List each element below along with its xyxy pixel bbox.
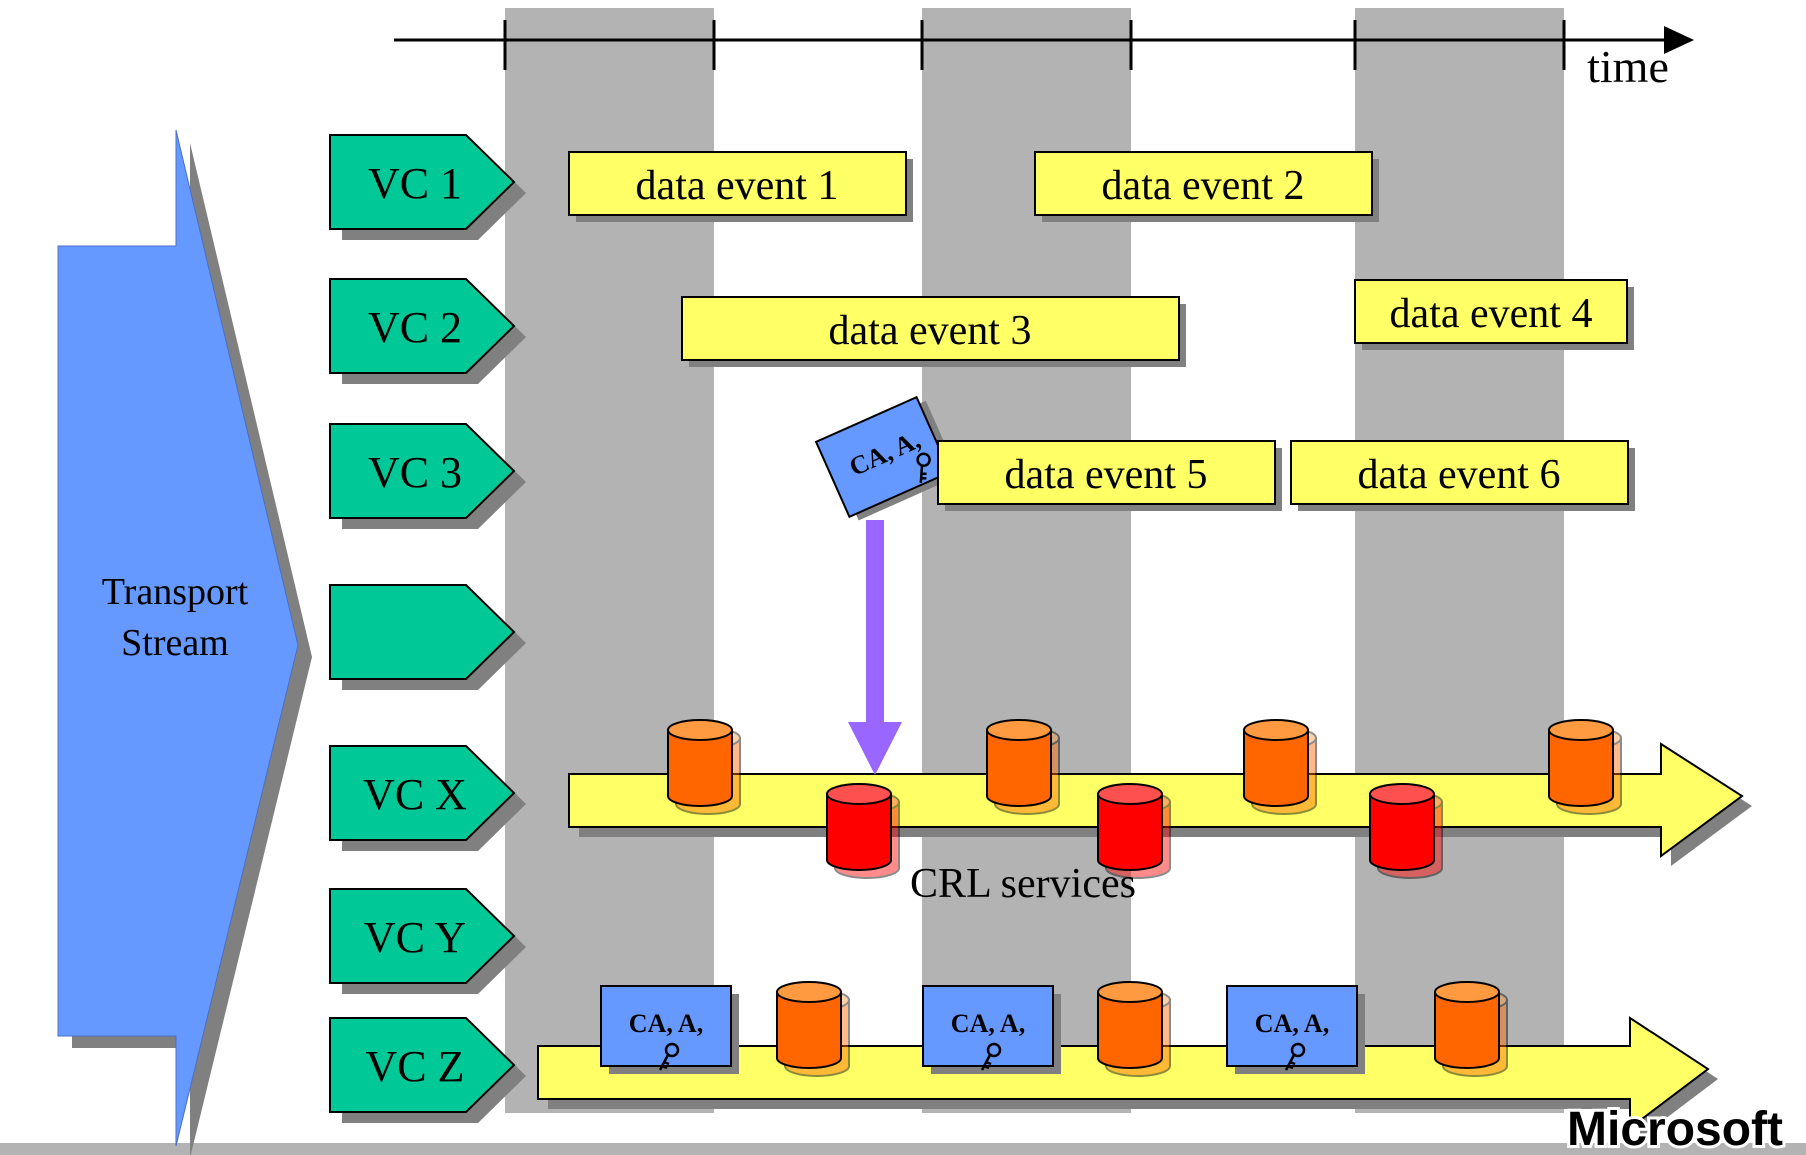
channel-vcx: VC X bbox=[329, 745, 526, 851]
certificate: CA, A, bbox=[1226, 985, 1365, 1074]
certificate: CA, A, bbox=[600, 985, 739, 1074]
cylinder-red-icon bbox=[1097, 783, 1163, 871]
bottom-bar bbox=[0, 1143, 1806, 1155]
certificate-tilted: CA, A, bbox=[814, 395, 960, 521]
data-event-list: data event 1 data event 2 data event 3 d… bbox=[568, 151, 1634, 367]
data-event-label: data event 3 bbox=[829, 308, 1032, 354]
vcz-certificates: CA, A, CA, A, CA, A, bbox=[600, 985, 1365, 1074]
data-event-label: data event 5 bbox=[1005, 452, 1208, 498]
certificate-label: CA, A, bbox=[951, 1009, 1025, 1038]
data-event-2: data event 2 bbox=[1034, 151, 1379, 222]
channel-vc2: VC 2 bbox=[329, 278, 526, 384]
cylinder-orange-icon bbox=[1434, 981, 1500, 1069]
channel-vcz: VC Z bbox=[329, 1017, 526, 1123]
data-event-label: data event 2 bbox=[1102, 163, 1305, 209]
crl-services-label: CRL services bbox=[910, 861, 1136, 907]
channel-vcy: VC Y bbox=[329, 888, 526, 994]
channel-label: VC 3 bbox=[368, 448, 462, 497]
data-event-4: data event 4 bbox=[1354, 279, 1634, 350]
cylinder-orange-icon bbox=[1243, 719, 1309, 807]
time-axis: time bbox=[394, 20, 1694, 92]
certificate: CA, A, bbox=[922, 985, 1061, 1074]
transport-label-line2: Stream bbox=[121, 622, 229, 664]
data-event-list-vc3: data event 5 data event 6 bbox=[937, 440, 1635, 511]
channel-label: VC 2 bbox=[368, 303, 462, 352]
time-axis-label: time bbox=[1587, 41, 1669, 92]
data-event-1: data event 1 bbox=[568, 151, 913, 222]
purple-down-arrow bbox=[848, 520, 902, 775]
channel-list: VC 1 VC 2 VC 3 VC X VC Y bbox=[329, 134, 526, 1123]
data-event-label: data event 6 bbox=[1358, 452, 1561, 498]
cylinder-red-icon bbox=[826, 783, 892, 871]
channel-vc1: VC 1 bbox=[329, 134, 526, 240]
channel-label: VC X bbox=[363, 770, 467, 819]
cylinder-orange-icon bbox=[986, 719, 1052, 807]
channel-vc3: VC 3 bbox=[329, 423, 526, 529]
cylinder-orange-icon bbox=[1548, 719, 1614, 807]
channel-unlabeled bbox=[329, 584, 526, 690]
certificate-label: CA, A, bbox=[629, 1009, 703, 1038]
channel-label: VC Y bbox=[364, 913, 466, 962]
channel-label: VC 1 bbox=[368, 159, 462, 208]
data-event-6: data event 6 bbox=[1290, 440, 1635, 511]
cylinder-orange-icon bbox=[667, 719, 733, 807]
channel-label: VC Z bbox=[366, 1042, 465, 1091]
cylinder-orange-icon bbox=[1097, 981, 1163, 1069]
data-event-3: data event 3 bbox=[681, 296, 1186, 367]
cylinder-orange-icon bbox=[776, 981, 842, 1069]
certificate-label: CA, A, bbox=[1255, 1009, 1329, 1038]
data-event-label: data event 4 bbox=[1390, 291, 1593, 337]
transport-label-line1: Transport bbox=[102, 571, 249, 613]
data-event-5: data event 5 bbox=[937, 440, 1282, 511]
brand-logo-outline: Microsoft bbox=[1567, 1103, 1783, 1155]
time-band bbox=[1355, 8, 1564, 1113]
cylinder-red-icon bbox=[1369, 783, 1435, 871]
transport-stream-arrow: Transport Stream bbox=[57, 129, 312, 1155]
brand-logo: Microsoft bbox=[1567, 1103, 1783, 1155]
data-event-label: data event 1 bbox=[636, 163, 839, 209]
arrow-head-icon bbox=[1664, 26, 1694, 54]
